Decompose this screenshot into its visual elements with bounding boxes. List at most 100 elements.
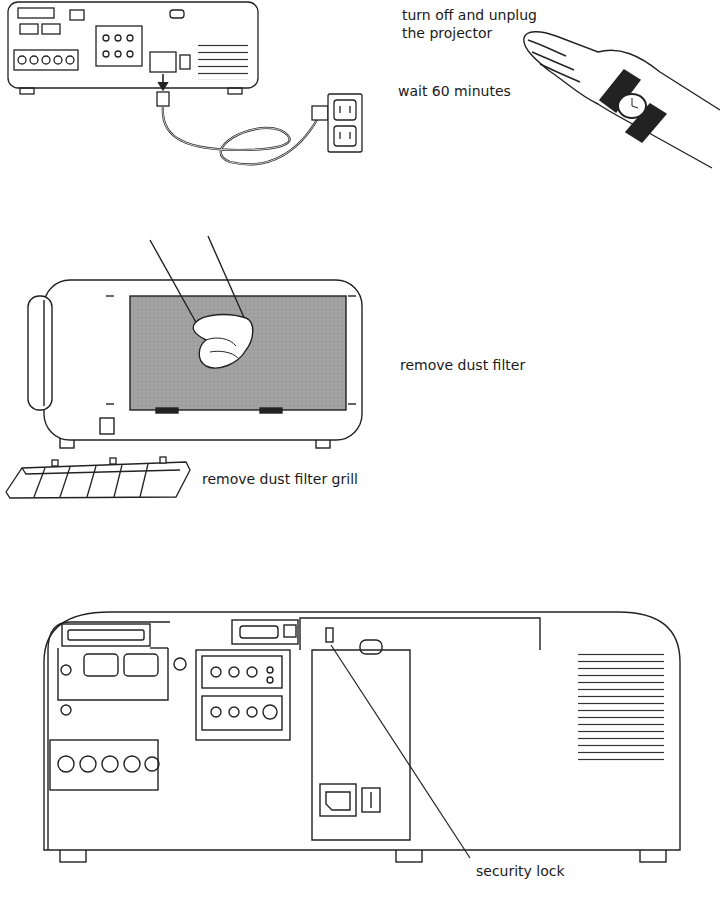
instruction-label: turn off and unplug the projector — [402, 6, 562, 42]
projector-rear-small — [30, 56, 38, 64]
projector-rear — [50, 740, 158, 790]
projector-rear — [145, 757, 159, 771]
projector-rear — [80, 756, 96, 772]
projector-rear — [174, 658, 186, 670]
projector-side — [28, 296, 52, 410]
hand-with-watch — [632, 98, 633, 106]
projector-rear-small — [115, 51, 121, 57]
projector-rear-small — [8, 2, 258, 88]
projector-rear-small — [54, 56, 62, 64]
projector-rear-small — [228, 88, 242, 94]
dust-filter-grill — [22, 468, 180, 474]
projector-rear-small — [334, 100, 356, 120]
projector-rear-small — [20, 24, 38, 34]
projector-rear-small — [42, 56, 50, 64]
hand-with-watch — [524, 32, 720, 168]
projector-side — [150, 236, 246, 326]
dust-filter-grill — [6, 462, 190, 498]
projector-rear — [247, 707, 257, 717]
projector-rear-small — [127, 51, 133, 57]
dust-filter-grill — [52, 460, 58, 466]
instruction-label: wait 60 minutes — [398, 82, 518, 100]
projector-rear — [124, 654, 158, 676]
hand-with-watch — [524, 32, 720, 168]
projector-rear — [300, 618, 540, 650]
projector-rear-small — [8, 2, 362, 164]
projector-rear — [312, 650, 410, 840]
projector-rear — [58, 648, 168, 700]
projector-rear — [267, 677, 273, 683]
projector-rear-small — [198, 40, 248, 80]
projector-rear — [267, 667, 273, 673]
projector-side — [260, 408, 282, 413]
projector-rear — [360, 640, 382, 654]
projector-side — [193, 315, 253, 369]
projector-rear-small — [20, 88, 34, 94]
projector-rear-small — [349, 106, 350, 113]
projector-side — [348, 403, 356, 404]
projector-rear — [202, 656, 282, 688]
projector-rear — [102, 756, 118, 772]
projector-side — [106, 295, 114, 296]
projector-rear-small — [18, 8, 54, 18]
projector-rear — [44, 612, 680, 862]
projector-rear-small — [328, 94, 362, 152]
projector-side — [43, 300, 44, 406]
projector-rear-small — [180, 55, 190, 69]
hand-with-watch — [618, 94, 646, 118]
projector-rear — [62, 624, 150, 646]
projector-rear-small — [349, 132, 350, 139]
dust-filter-grill — [160, 457, 166, 463]
projector-rear — [124, 756, 140, 772]
projector-rear — [211, 667, 221, 677]
projector-rear-small — [96, 26, 142, 66]
projector-rear — [44, 612, 680, 850]
projector-rear-small — [18, 56, 26, 64]
projector-side — [130, 296, 346, 410]
projector-rear-small — [127, 35, 133, 41]
dust-filter-grill — [110, 458, 116, 464]
projector-rear-small — [103, 51, 109, 57]
projector-rear-small — [14, 50, 78, 70]
hand-with-watch — [528, 40, 580, 82]
projector-rear — [263, 705, 277, 719]
projector-rear — [229, 667, 239, 677]
projector-rear — [240, 626, 278, 638]
projector-side — [28, 236, 362, 448]
projector-rear — [247, 667, 257, 677]
hand-with-watch — [632, 106, 638, 108]
projector-side — [44, 280, 362, 440]
projector-rear-small — [163, 106, 318, 164]
part-label: remove dust filter grill — [202, 470, 402, 488]
projector-rear-small — [103, 35, 109, 41]
projector-rear — [326, 792, 350, 810]
projector-rear — [578, 652, 664, 762]
dust-filter-grill — [6, 457, 190, 498]
projector-rear-small — [312, 106, 328, 120]
projector-rear-small — [157, 92, 169, 106]
projector-rear — [320, 784, 356, 816]
projector-rear — [331, 645, 470, 858]
dust-filter-grill — [87, 466, 96, 497]
projector-rear — [211, 707, 221, 717]
projector-rear — [58, 756, 74, 772]
projector-rear-small — [115, 35, 121, 41]
projector-side — [100, 418, 114, 434]
projector-rear — [202, 696, 282, 730]
projector-rear — [61, 665, 71, 675]
projector-rear-small — [66, 56, 74, 64]
projector-side — [206, 338, 238, 358]
dust-filter-grill — [60, 467, 70, 497]
projector-rear-small — [163, 106, 318, 164]
projector-rear-small — [170, 10, 184, 18]
dust-filter-grill — [34, 468, 45, 497]
projector-side — [348, 295, 356, 296]
projector-rear — [229, 707, 239, 717]
projector-rear-small — [339, 132, 340, 139]
projector-rear-small — [334, 126, 356, 146]
projector-rear-small — [158, 82, 168, 90]
part-label: security lock — [476, 862, 606, 880]
projector-rear — [68, 630, 144, 640]
